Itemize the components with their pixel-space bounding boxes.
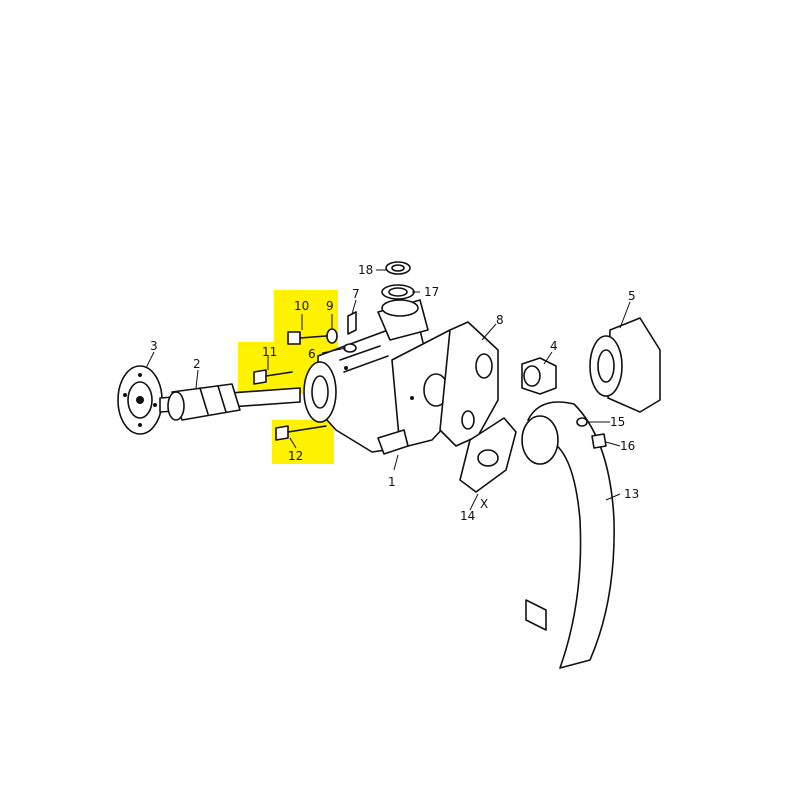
- pipe-gasket-part: [459, 417, 517, 493]
- label-part-14: 14: [460, 509, 475, 523]
- label-part-8: 8: [496, 313, 504, 327]
- pulley-hub-part: [117, 365, 163, 435]
- label-part-3: 3: [150, 339, 158, 353]
- label-part-13: 13: [624, 487, 639, 501]
- label-part-7: 7: [352, 287, 360, 301]
- hardware-parts: [253, 261, 607, 449]
- annotation-x-mark: X: [480, 497, 488, 511]
- label-part-17: 17: [424, 285, 439, 299]
- label-part-5: 5: [628, 289, 636, 303]
- outlet-pipe-part: [521, 401, 615, 669]
- label-part-10: 10: [294, 299, 309, 313]
- gasket-part: [439, 321, 499, 447]
- part-labels: 1 2 3 4 5 6 7 8 9 10 11 12 13 14 15 16 1…: [150, 263, 639, 523]
- label-part-12: 12: [288, 449, 303, 463]
- spindle-bearing-part: [159, 383, 301, 421]
- label-part-15: 15: [610, 415, 625, 429]
- label-part-16: 16: [620, 439, 635, 453]
- label-part-11: 11: [262, 345, 277, 359]
- leader-lines: [145, 269, 631, 511]
- label-part-6: 6: [308, 347, 316, 361]
- label-part-18: 18: [358, 263, 373, 277]
- label-part-9: 9: [326, 299, 334, 313]
- thermostat-nut-part: [521, 357, 557, 395]
- label-part-1: 1: [388, 475, 396, 489]
- label-part-4: 4: [550, 339, 558, 353]
- label-part-2: 2: [193, 357, 201, 371]
- pulley-flange-part: [589, 317, 661, 413]
